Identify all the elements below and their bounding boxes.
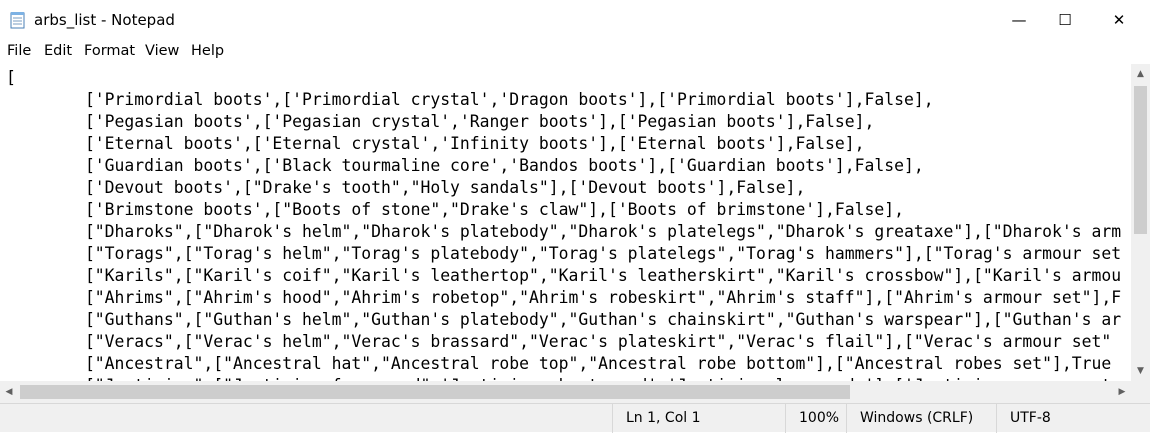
maximize-icon: ☐ <box>1058 11 1072 29</box>
status-divider <box>846 404 847 433</box>
cursor-position: Ln 1, Col 1 <box>626 410 701 426</box>
scroll-right-icon[interactable]: ▶ <box>1118 387 1126 397</box>
encoding: UTF-8 <box>1010 410 1051 426</box>
vertical-scrollbar[interactable]: ▲ ▼ <box>1131 64 1150 381</box>
scroll-down-icon[interactable]: ▼ <box>1137 366 1144 376</box>
status-divider <box>612 404 613 433</box>
menu-format[interactable]: Format <box>84 43 136 59</box>
line-ending: Windows (CRLF) <box>860 410 974 426</box>
menu-file[interactable]: File <box>7 43 32 59</box>
horizontal-scrollbar[interactable]: ◀ ▶ <box>0 381 1131 403</box>
scroll-left-icon[interactable]: ◀ <box>5 387 13 397</box>
scroll-up-icon[interactable]: ▲ <box>1137 69 1144 79</box>
close-button[interactable]: ✕ <box>1096 0 1142 40</box>
window-title: arbs_list - Notepad <box>34 11 175 29</box>
menu-bar: File Edit Format View Help <box>0 40 1150 64</box>
title-bar: arbs_list - Notepad — ☐ ✕ <box>0 0 1150 40</box>
zoom-level: 100% <box>799 410 840 426</box>
editor-text: [ ['Primordial boots',['Primordial cryst… <box>6 68 1122 381</box>
menu-help[interactable]: Help <box>191 43 225 59</box>
minimize-button[interactable]: — <box>996 0 1042 40</box>
notepad-icon <box>10 12 25 29</box>
status-divider <box>996 404 997 433</box>
text-editor[interactable]: [ ['Primordial boots',['Primordial cryst… <box>0 64 1131 381</box>
close-icon: ✕ <box>1112 11 1126 29</box>
horizontal-scroll-thumb[interactable] <box>20 385 850 399</box>
menu-view[interactable]: View <box>145 43 180 59</box>
minimize-icon: — <box>1011 11 1027 29</box>
menu-edit[interactable]: Edit <box>44 43 73 59</box>
maximize-button[interactable]: ☐ <box>1042 0 1088 40</box>
vertical-scroll-thumb[interactable] <box>1134 86 1147 234</box>
status-bar: Ln 1, Col 1 100% Windows (CRLF) UTF-8 <box>0 403 1150 433</box>
scrollbar-corner <box>1131 381 1150 403</box>
status-divider <box>785 404 786 433</box>
